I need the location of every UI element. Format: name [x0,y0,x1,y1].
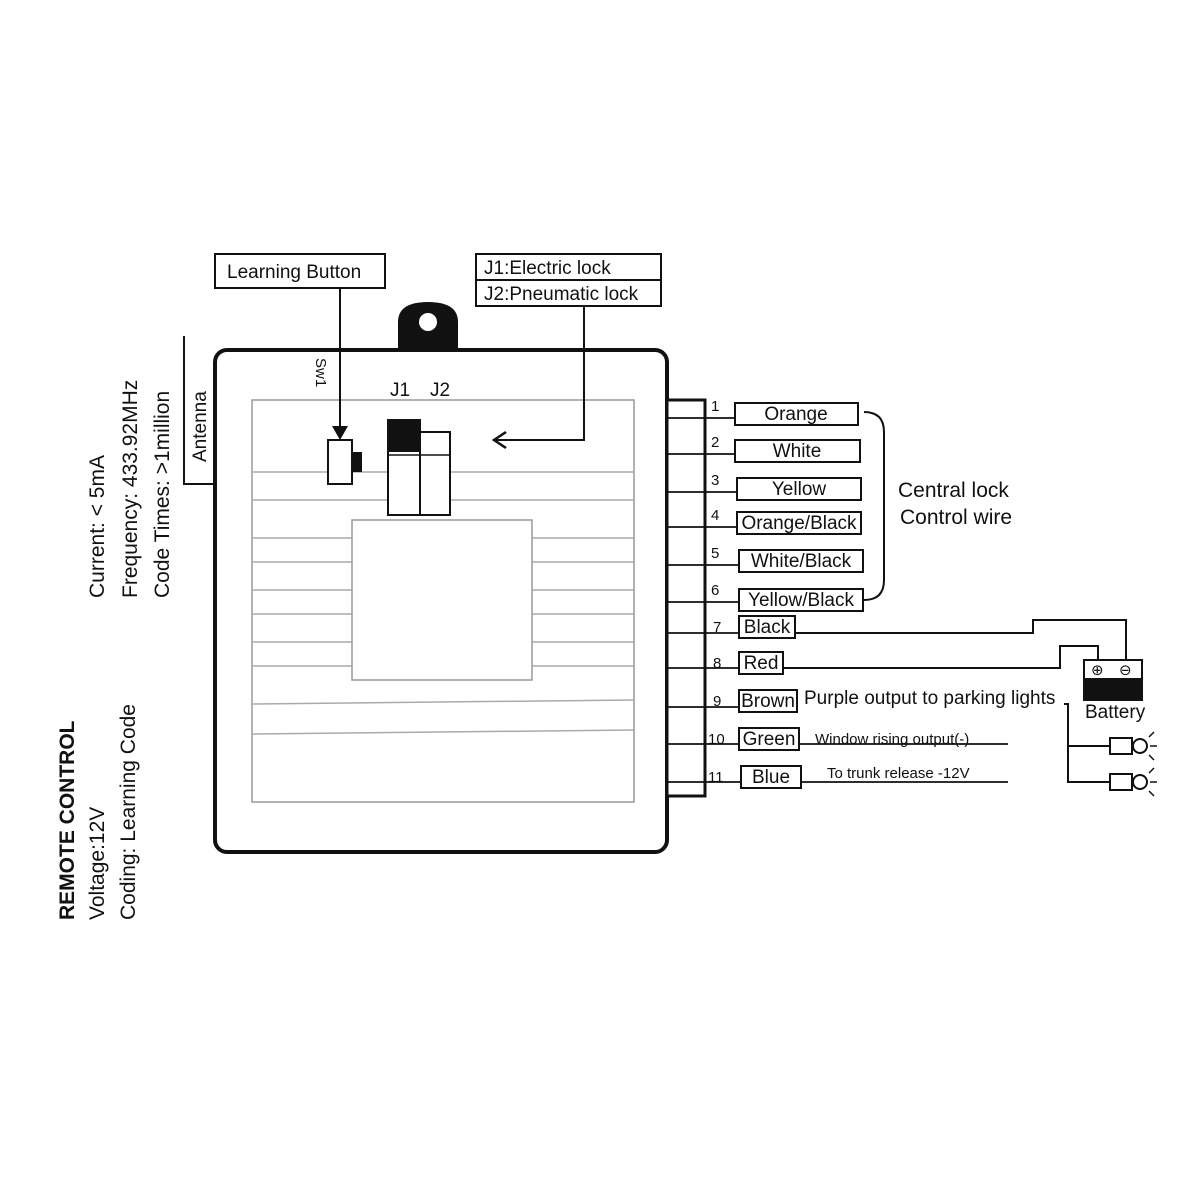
wire-label: Black [744,617,791,638]
spec-current: Current: < 5mA [86,455,109,598]
spec-voltage: Voltage:12V [86,807,109,920]
wire-label: Brown [741,691,795,712]
spec-code-times: Code Times: >1million [151,391,174,598]
wire-label: White [773,441,822,462]
trunk-release-label: To trunk release -12V [827,765,970,782]
wire-number: 5 [711,545,719,562]
wire-label: Blue [752,767,790,788]
wire-number: 9 [713,693,721,710]
wire-label: Green [743,729,796,750]
battery-label: Battery [1085,702,1146,723]
wire-10: 10 Green [708,727,800,751]
wire-label: White/Black [751,551,852,572]
spec-coding: Coding: Learning Code [117,704,140,920]
arrow-left-icon [491,430,507,450]
wire-label: Red [744,653,779,674]
wire-number: 6 [711,582,719,599]
wire-number: 2 [711,434,719,451]
jumper-block [387,419,451,516]
wire-number: 11 [708,769,724,786]
wire-3: 3 Yellow [711,472,862,501]
wire-5: 5 White/Black [711,545,864,573]
spec-frequency: Frequency: 433.92MHz [119,380,142,598]
wire-connector [665,398,707,798]
wire-number: 4 [711,507,719,524]
wire-label: Orange/Black [741,513,857,534]
arrow-down-icon [332,426,348,440]
central-chip [351,519,533,681]
parking-lights-label: Purple output to parking lights [804,688,1055,709]
wire-6: 6 Yellow/Black [711,582,864,612]
wire-4: 4 Orange/Black [711,507,862,535]
board-traces [251,471,635,735]
learning-button-label: Learning Button [227,262,361,283]
central-lock-brace [863,411,885,601]
wire-label: Yellow [772,479,827,500]
lamp-icon [1109,767,1157,797]
connector-pins [667,417,741,783]
control-wire-label: Control wire [900,506,1012,529]
sw1-switch [327,439,362,485]
wire-number: 7 [713,619,721,636]
j1-callout-label: J1:Electric lock [484,258,611,279]
spec-title: REMOTE CONTROL [56,720,79,920]
wire-number: 3 [711,472,719,489]
antenna [183,336,215,485]
lamp-icon [1109,731,1157,761]
j1-label: J1 [390,380,410,401]
wire-1: 1 Orange [711,398,859,426]
wire-8: 8 Red [713,651,784,675]
battery: ⊕ ⊖ [1083,659,1143,701]
battery-plus-icon: ⊕ [1091,662,1104,679]
wire-number: 10 [708,731,725,748]
mounting-tab [398,302,458,352]
j2-label: J2 [430,380,450,401]
learning-button-callout: Learning Button [214,253,386,440]
antenna-label: Antenna [190,391,211,462]
wire-label: Orange [764,404,827,425]
wire-7: 7 Black [713,615,796,639]
battery-minus-icon: ⊖ [1119,662,1132,679]
battery-wiring [783,619,1127,669]
wire-2: 2 White [711,434,861,463]
wire-number: 8 [713,655,721,672]
wire-9: 9 Brown [713,689,798,713]
j2-callout-label: J2:Pneumatic lock [484,284,639,305]
wire-number: 1 [711,398,719,415]
parking-wiring [1064,703,1112,783]
window-rising-label: Window rising output(-) [815,731,969,748]
central-lock-label: Central lock [898,479,1009,502]
wire-11: 11 Blue [708,765,802,789]
sw1-label: Sw1 [312,358,329,387]
jumper-callout: J1:Electric lock J2:Pneumatic lock [475,253,662,450]
wire-label: Yellow/Black [748,590,854,611]
